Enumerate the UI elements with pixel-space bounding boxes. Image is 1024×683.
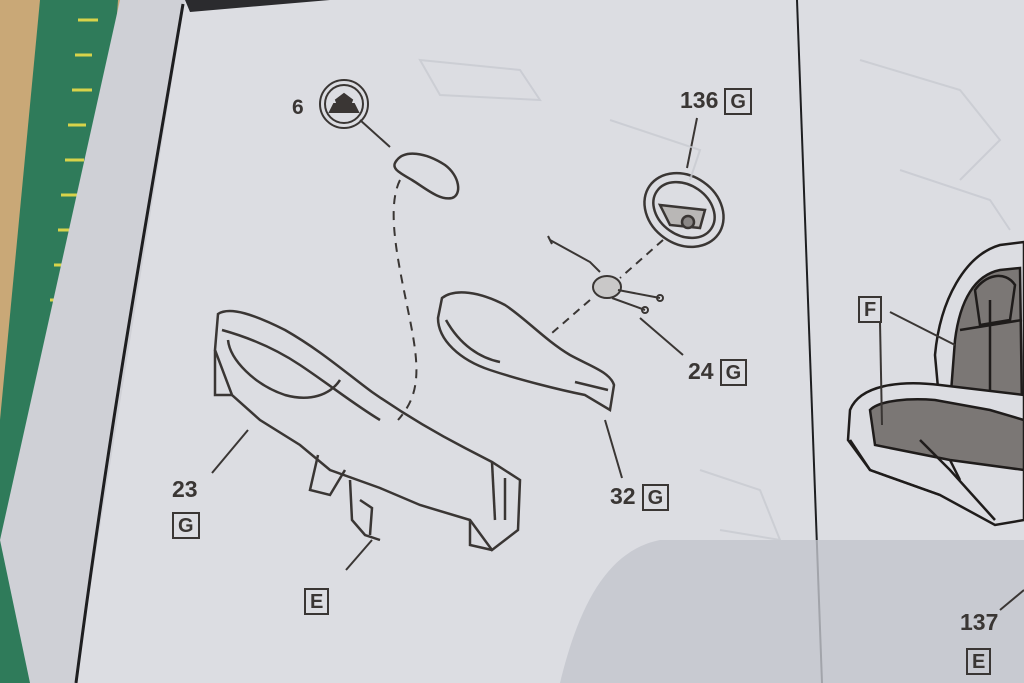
- leader-f-back: [889, 311, 956, 346]
- guide-line-136: [619, 239, 664, 279]
- part-f-label: F: [858, 296, 883, 323]
- leader-f-seat: [879, 321, 883, 426]
- part-32-sprue: G: [641, 484, 670, 511]
- part-137-sprue: E: [966, 648, 992, 675]
- emblem-pad: [393, 152, 460, 200]
- part-6-label: 6: [292, 97, 304, 118]
- part-f-sprue: F: [858, 296, 883, 323]
- photo-shadow: [560, 540, 1024, 683]
- part-23-number: 23: [172, 476, 198, 502]
- part-e-sprue: E: [304, 588, 330, 615]
- part-32-number: 32: [610, 483, 636, 509]
- part-6-number: 6: [292, 96, 304, 119]
- leader-6: [359, 119, 391, 148]
- leader-32: [604, 419, 623, 479]
- part-23-sprue-wrap: G: [172, 512, 200, 539]
- leader-137: [999, 589, 1024, 611]
- ghost-print: [418, 58, 1011, 542]
- part-e-label: E: [304, 588, 330, 615]
- guide-line-6: [392, 179, 418, 421]
- leader-136: [686, 117, 698, 169]
- steering-column: [547, 235, 664, 314]
- part-24-sprue: G: [719, 359, 748, 386]
- sheet-top-edge: [185, 0, 330, 12]
- panel-border-left: [74, 3, 185, 683]
- part-137-sprue-wrap: E: [966, 648, 992, 675]
- leader-23: [211, 429, 249, 474]
- part-24-number: 24: [688, 358, 714, 384]
- leader-24: [639, 317, 684, 356]
- part-136-number: 136: [680, 87, 719, 113]
- part-6-emblem: [319, 79, 369, 129]
- steering-wheel: [643, 171, 725, 249]
- leader-e: [345, 539, 373, 571]
- column-cowl: [436, 291, 616, 413]
- part-136-sprue: G: [724, 88, 752, 115]
- part-137-number: 137: [960, 609, 999, 635]
- part-23-sprue: G: [172, 512, 200, 539]
- seat-illustration: [846, 240, 1024, 527]
- dashboard-part: [213, 309, 522, 552]
